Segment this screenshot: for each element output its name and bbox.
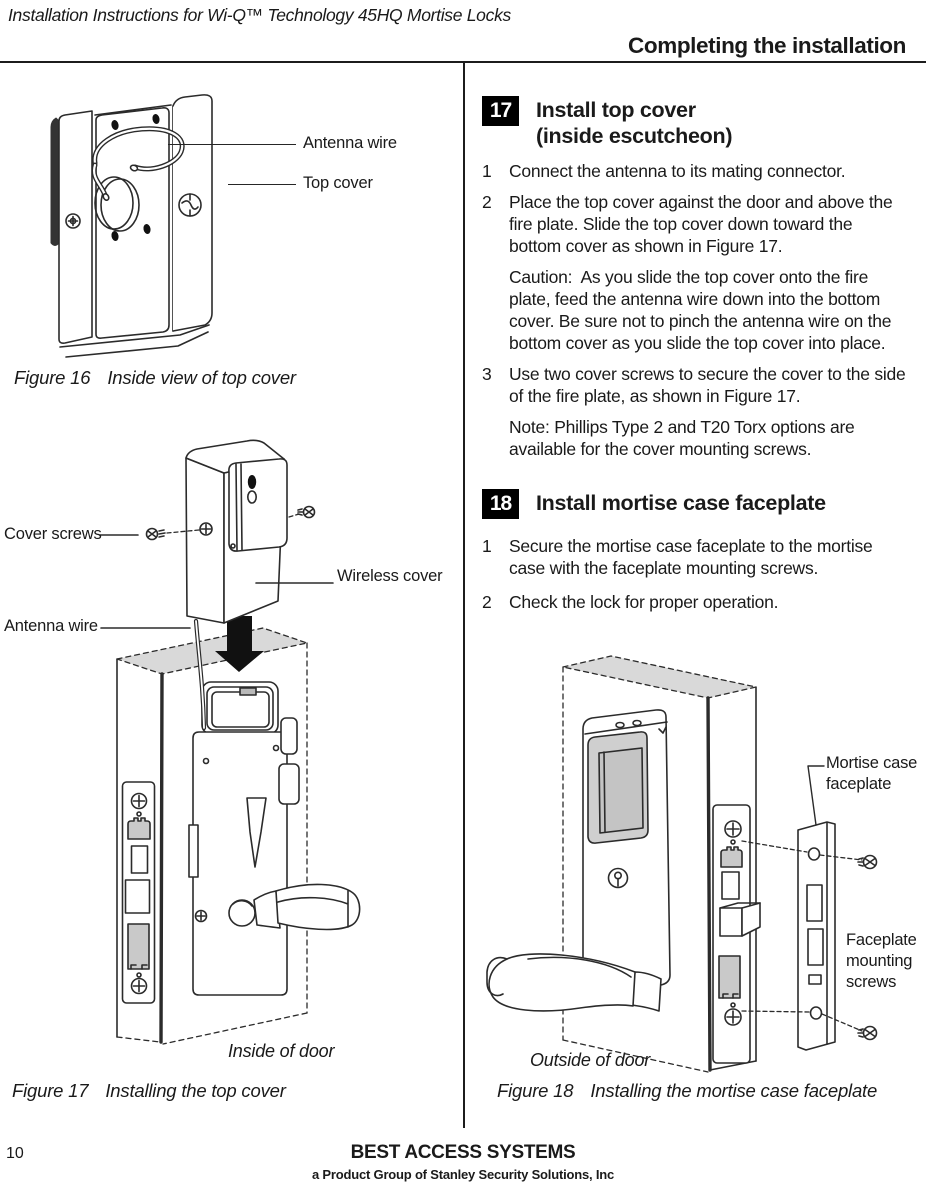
leader-line-mortise-case-faceplate bbox=[807, 765, 825, 826]
list-item-number: 1 bbox=[482, 161, 492, 181]
figure18-drawing-mortise-faceplate bbox=[486, 655, 878, 1073]
step-17-badge: 17 bbox=[482, 96, 519, 126]
section-title: Completing the installation bbox=[628, 33, 906, 58]
cover-screws-glyphs bbox=[99, 505, 316, 541]
figure16-caption-text: Inside view of top cover bbox=[107, 367, 296, 388]
list-item: 3 Use two cover screws to secure the cov… bbox=[482, 363, 908, 407]
caution-text: Caution: As you slide the top cover onto… bbox=[509, 267, 896, 353]
antenna-wire-line bbox=[193, 618, 207, 731]
outside-escutcheon bbox=[582, 709, 671, 994]
door-edge-faceplate bbox=[121, 781, 156, 1004]
figure18-caption-text: Installing the mortise case faceplate bbox=[590, 1080, 878, 1101]
fire-plate-chassis bbox=[188, 681, 300, 996]
step-18-instructions: 1 Secure the mortise case faceplate to t… bbox=[482, 535, 908, 622]
figure17-number: Figure 17 bbox=[12, 1080, 89, 1101]
list-item-number: 1 bbox=[482, 536, 492, 556]
step-18-heading: 18 Install mortise case faceplate bbox=[482, 489, 826, 519]
down-arrow bbox=[215, 616, 264, 672]
mortise-case-faceplate-part bbox=[797, 821, 836, 1051]
figure17-caption-text: Installing the top cover bbox=[105, 1080, 286, 1101]
figure17-drawing-installing-top-cover bbox=[99, 439, 361, 1045]
step-17-title: Install top cover (inside escutcheon) bbox=[536, 98, 733, 148]
list-item-text: Secure the mortise case faceplate to the… bbox=[509, 536, 878, 578]
step-17-heading: 17 Install top cover (inside escutcheon) bbox=[482, 96, 733, 149]
figure16-caption: Figure 16 Inside view of top cover bbox=[14, 367, 296, 389]
header-rule bbox=[0, 61, 926, 64]
page-number: 10 bbox=[6, 1145, 24, 1162]
list-item: 2 Check the lock for proper operation. bbox=[482, 591, 908, 613]
step-18-badge: 18 bbox=[482, 489, 519, 519]
step-18-title: Install mortise case faceplate bbox=[536, 491, 826, 515]
list-item-text: Connect the antenna to its mating connec… bbox=[509, 161, 846, 181]
label-inside-of-door: Inside of door bbox=[228, 1041, 335, 1061]
door-inside bbox=[116, 627, 308, 1045]
label-antenna-wire-fig17: Antenna wire bbox=[4, 617, 98, 635]
leader-line-top-cover bbox=[228, 184, 296, 185]
doc-title: Installation Instructions for Wi-Q™ Tech… bbox=[8, 5, 511, 25]
list-item: 1 Connect the antenna to its mating conn… bbox=[482, 160, 908, 182]
list-item-number: 2 bbox=[482, 592, 492, 612]
list-item-text: Use two cover screws to secure the cover… bbox=[509, 364, 911, 406]
note-text: Note: Phillips Type 2 and T20 Torx optio… bbox=[509, 417, 860, 459]
step-17-instructions: 1 Connect the antenna to its mating conn… bbox=[482, 160, 908, 469]
figure16-number: Figure 16 bbox=[14, 367, 91, 388]
list-item-text: Place the top cover against the door and… bbox=[509, 192, 898, 256]
label-wireless-cover: Wireless cover bbox=[337, 567, 443, 585]
column-divider bbox=[463, 63, 465, 1128]
label-outside-of-door: Outside of door bbox=[530, 1050, 651, 1070]
figure18-caption: Figure 18 Installing the mortise case fa… bbox=[497, 1080, 877, 1102]
figure17-caption: Figure 17 Installing the top cover bbox=[12, 1080, 286, 1102]
faceplate-mounting-screws-glyphs bbox=[741, 840, 878, 1041]
list-item-text: Check the lock for proper operation. bbox=[509, 592, 779, 612]
lever-handle-outside bbox=[486, 953, 662, 1012]
note-paragraph: Note: Phillips Type 2 and T20 Torx optio… bbox=[482, 416, 908, 460]
list-item-number bbox=[482, 416, 509, 460]
footer-company: BEST ACCESS SYSTEMS bbox=[350, 1142, 576, 1163]
caution-paragraph: Caution: As you slide the top cover onto… bbox=[482, 266, 908, 354]
figure18-number: Figure 18 bbox=[497, 1080, 574, 1101]
leader-line-antenna-wire-fig16 bbox=[168, 144, 296, 145]
footer-company-subtitle: a Product Group of Stanley Security Solu… bbox=[311, 1167, 615, 1182]
top-cover-assembly bbox=[185, 439, 288, 624]
lever-handle-inside bbox=[253, 883, 361, 931]
list-item-number: 2 bbox=[482, 192, 492, 212]
mortise-case-edge bbox=[712, 804, 761, 1064]
label-faceplate-mounting-screws: Faceplate mounting screws bbox=[846, 931, 917, 991]
label-mortise-case-faceplate: Mortise case faceplate bbox=[826, 754, 918, 793]
figure16-drawing-top-cover-inside bbox=[50, 94, 213, 358]
list-item: 2 Place the top cover against the door a… bbox=[482, 191, 908, 257]
label-antenna-wire-fig16: Antenna wire bbox=[303, 134, 397, 152]
list-item-number: 3 bbox=[482, 364, 492, 384]
label-cover-screws: Cover screws bbox=[4, 525, 102, 543]
label-top-cover: Top cover bbox=[303, 174, 373, 192]
list-item-number bbox=[482, 266, 509, 354]
list-item: 1 Secure the mortise case faceplate to t… bbox=[482, 535, 908, 579]
